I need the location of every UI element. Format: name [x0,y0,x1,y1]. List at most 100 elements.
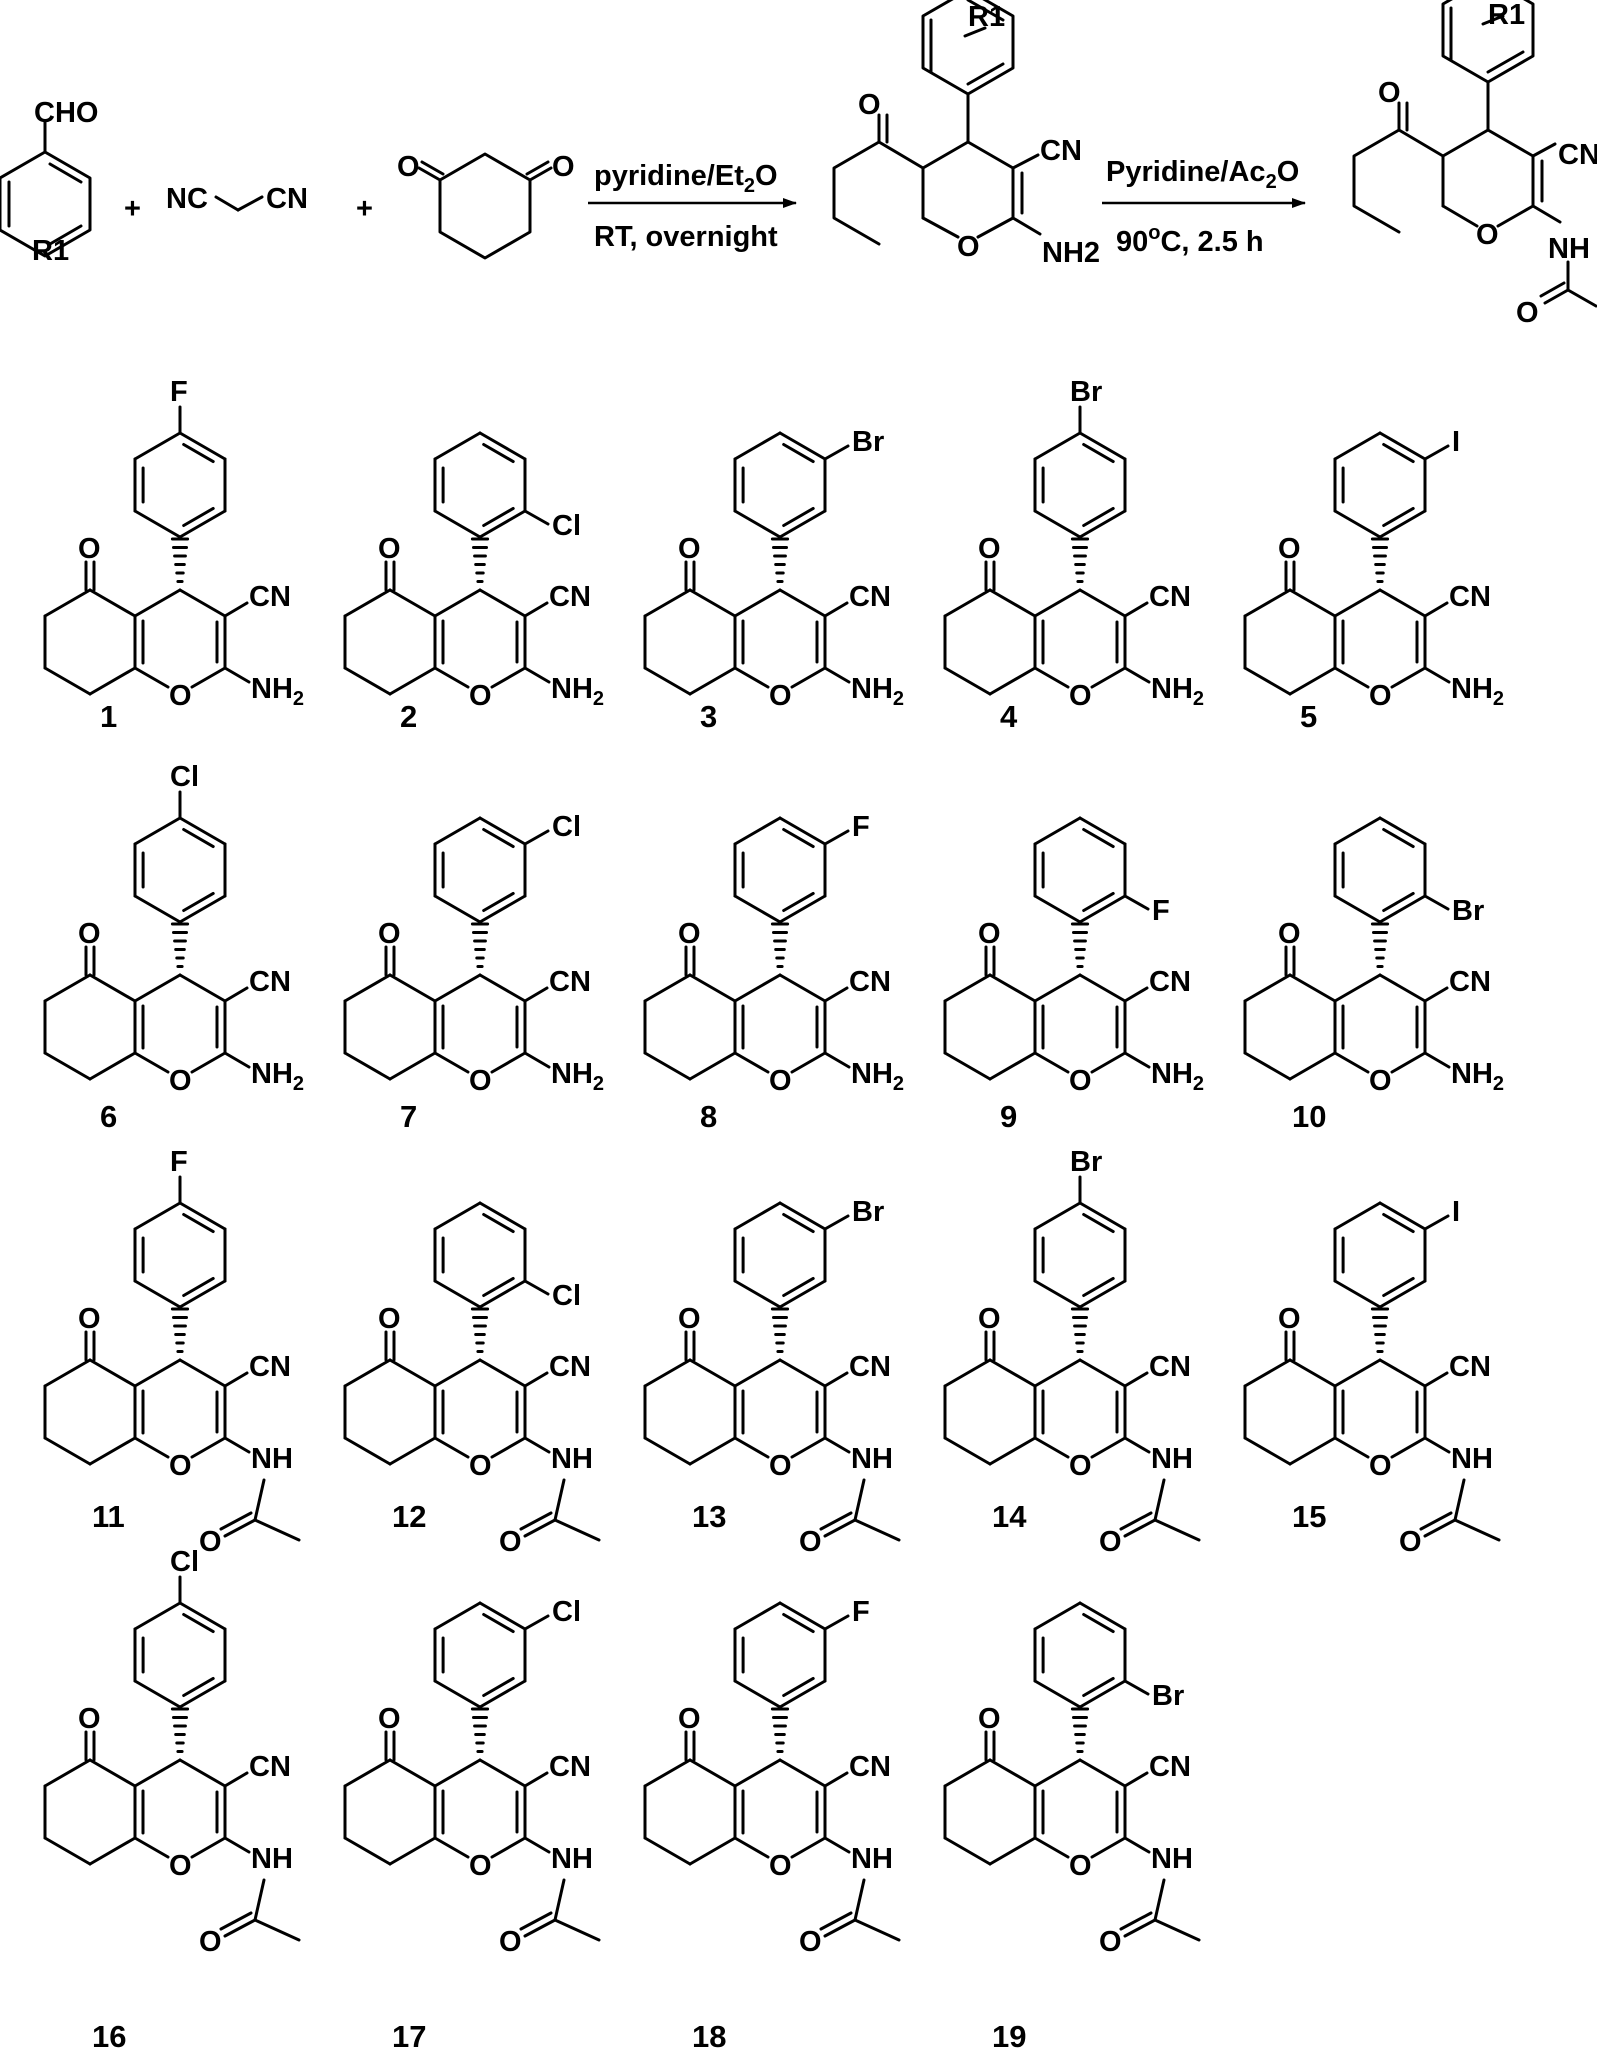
keto-oxygen: O [378,1703,401,1735]
compound-number: 8 [700,1099,717,1134]
halogen-f: F [852,1596,870,1628]
ring-oxygen: O [1069,680,1092,712]
ring-oxygen: O [1369,680,1392,712]
intermediate-keto-o: O [858,89,881,121]
amide-nh: NH [251,1843,293,1875]
nitrile-group: CN [1149,1351,1191,1383]
amide-nh: NH [851,1443,893,1475]
bond-lines [43,790,251,1081]
keto-oxygen: O [78,918,101,950]
plus-sign-1: + [124,193,141,225]
halogen-f: F [1152,895,1170,927]
ring-oxygen: O [1369,1065,1392,1097]
reactant-cyclohexanedione: O O [397,151,575,260]
halogen-i: I [1452,426,1460,458]
keto-oxygen: O [378,1303,401,1335]
keto-oxygen: O [678,1303,701,1335]
intermediate-ring-o: O [957,231,980,263]
ring-oxygen: O [769,1850,792,1882]
ring-oxygen: O [169,1065,192,1097]
keto-oxygen: O [378,918,401,950]
halogen-br: Br [852,426,884,458]
halogen-cl: Cl [552,811,581,843]
product-keto-o: O [1378,77,1401,109]
nitrile-group: CN [249,581,291,613]
halogen-f: F [170,376,188,408]
nitrile-group: CN [249,1751,291,1783]
keto-oxygen: O [78,1703,101,1735]
reaction-arrow-1: pyridine/Et2O RT, overnight [588,160,797,253]
compound-number: 4 [1000,699,1018,734]
compound-number: 5 [1300,699,1317,734]
step2-conditions: 90oC, 2.5 h [1116,222,1264,258]
halogen-br: Br [1070,1146,1102,1178]
intermediate-nitrile: CN [1040,135,1082,167]
halogen-br: Br [1152,1680,1184,1712]
keto-oxygen: O [978,533,1001,565]
bond-lines [1243,431,1451,696]
acyl-oxygen: O [799,1926,822,1958]
halogen-br: Br [852,1196,884,1228]
nitrile-group: CN [249,966,291,998]
dione-oxygen-left: O [397,151,420,183]
ring-oxygen: O [169,680,192,712]
nitrile-group: CN [1149,1751,1191,1783]
bond-lines [1243,1201,1501,1542]
compound-number: 3 [700,699,717,734]
nitrile-group: CN [249,1351,291,1383]
amino-group: NH2 [851,673,904,710]
keto-oxygen: O [78,1303,101,1335]
halogen-f: F [852,811,870,843]
halogen-f: F [170,1146,188,1178]
compound-number: 17 [392,2019,426,2054]
ring-oxygen: O [769,1065,792,1097]
halogen-i: I [1452,1196,1460,1228]
keto-oxygen: O [1278,533,1301,565]
keto-oxygen: O [678,918,701,950]
nitrile-group: CN [549,1351,591,1383]
intermediate-substituent: R1 [968,1,1005,33]
nitrile-group: CN [1149,966,1191,998]
amino-group: NH2 [551,673,604,710]
compound-number: 10 [1292,1099,1326,1134]
amide-nh: NH [551,1843,593,1875]
nitrile-group: CN [849,581,891,613]
bond-lines [43,1575,301,1942]
product-substituent: R1 [1488,0,1525,31]
ring-oxygen: O [769,1450,792,1482]
compound-grid: FOOCNNH21ClOOCNNH22BrOOCNNH23BrOOCNNH24I… [43,376,1504,2054]
amino-group: NH2 [1151,673,1204,710]
ring-oxygen: O [469,1850,492,1882]
nitrile-group: CN [849,1351,891,1383]
ring-oxygen: O [1369,1450,1392,1482]
compound-number: 6 [100,1099,117,1134]
aldehyde-substituent: R1 [32,235,69,267]
bond-lines [343,1601,601,1942]
amide-nh: NH [1451,1443,1493,1475]
acyl-oxygen: O [199,1926,222,1958]
bond-lines [643,816,851,1081]
reactant-aldehyde: CHO R1 [0,97,98,267]
ring-oxygen: O [469,680,492,712]
compound-number: 15 [1292,1499,1326,1534]
malononitrile-right: CN [266,183,308,215]
amino-group: NH2 [551,1058,604,1095]
amino-group: NH2 [1451,1058,1504,1095]
acyl-oxygen: O [499,1926,522,1958]
acyl-oxygen: O [499,1526,522,1558]
product-acetamidochromene: O O CN NH O R1 [1352,0,1597,329]
amide-nh: NH [251,1443,293,1475]
ring-oxygen: O [469,1065,492,1097]
compound-number: 19 [992,2019,1026,2054]
amino-group: NH2 [1451,673,1504,710]
step1-conditions: RT, overnight [594,221,778,253]
